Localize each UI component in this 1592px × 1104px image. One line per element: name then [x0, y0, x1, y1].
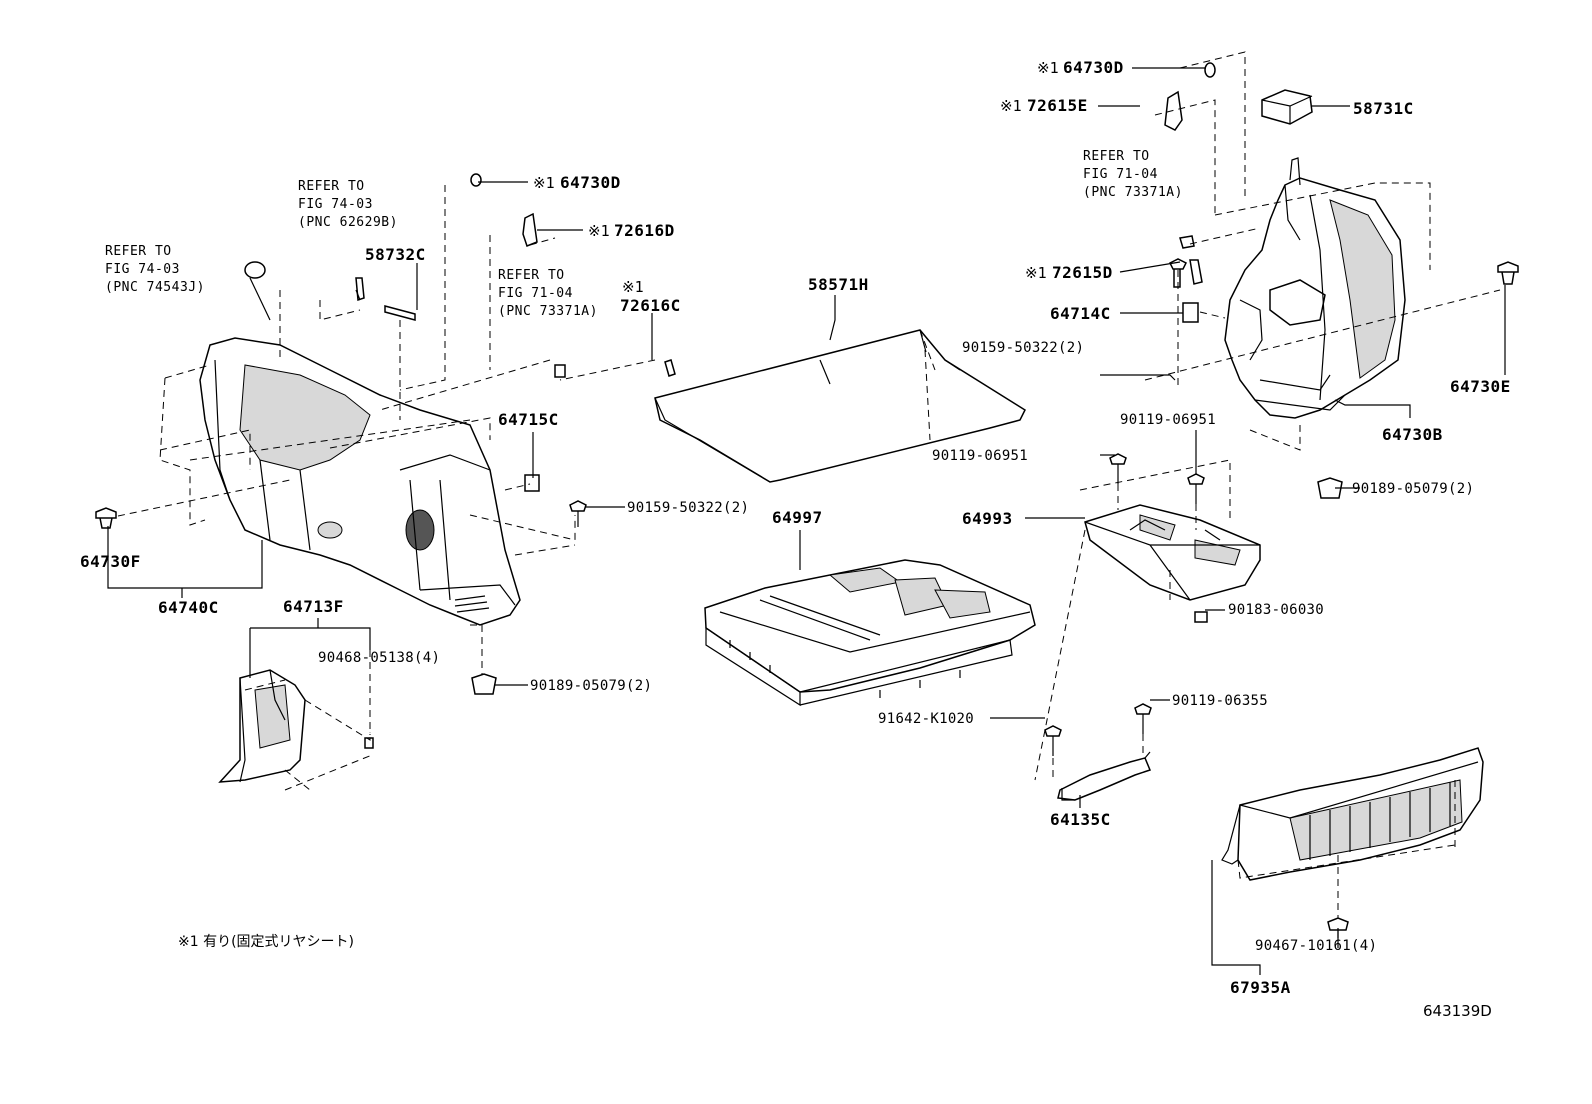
part-67935A-drawing	[1221, 747, 1484, 948]
label-64714C: 64714C	[1050, 304, 1111, 323]
label-90189-left: 90189-05079(2)	[530, 678, 652, 694]
label-90468: 90468-05138(4)	[318, 650, 440, 666]
ref-fig7104-left-line2: FIG 71-04	[498, 286, 573, 301]
label-64713F: 64713F	[283, 597, 344, 616]
ref-fig7403-top-line1: REFER TO	[298, 179, 365, 194]
ref-fig7403-left-line2: FIG 74-03	[105, 262, 180, 277]
label-64730F: 64730F	[80, 552, 141, 571]
label-64730D-top: 64730D	[1063, 58, 1124, 77]
ref-fig7403-top-line3: (PNC 62629B)	[298, 215, 398, 230]
mark-64730D-top: ※1	[1037, 59, 1059, 77]
label-64730D-mid: 64730D	[560, 173, 621, 192]
ref-fig7403-left-line1: REFER TO	[105, 244, 172, 259]
label-58731C: 58731C	[1353, 99, 1414, 118]
part-58731C-drawing	[1261, 89, 1313, 125]
label-64730B: 64730B	[1382, 425, 1443, 444]
ref-fig7403-left-line3: (PNC 74543J)	[105, 280, 205, 295]
label-72615E: 72615E	[1027, 96, 1088, 115]
label-90189-right: 90189-05079(2)	[1352, 481, 1474, 497]
label-72616D: 72616D	[614, 221, 675, 240]
label-67935A: 67935A	[1230, 978, 1291, 997]
label-64997: 64997	[772, 508, 823, 527]
part-64730B-drawing	[1224, 157, 1406, 419]
mark-72616C: ※1	[622, 278, 644, 296]
label-90467: 90467-10161(4)	[1255, 938, 1377, 954]
figure-code: 643139D	[1423, 1002, 1492, 1020]
part-64713F-drawing	[218, 669, 306, 783]
mark-72615E: ※1	[1000, 97, 1022, 115]
label-64135C: 64135C	[1050, 810, 1111, 829]
label-64993: 64993	[962, 509, 1013, 528]
mark-72615D: ※1	[1025, 264, 1047, 282]
mark-64730D-mid: ※1	[533, 174, 555, 192]
mark-72616D: ※1	[588, 222, 610, 240]
leader-lines	[107, 67, 1506, 975]
part-64993-drawing	[1084, 504, 1261, 623]
part-64135C-drawing	[1044, 703, 1152, 801]
label-58732C: 58732C	[365, 245, 426, 264]
label-72616C: 72616C	[620, 296, 681, 315]
label-90119-06355: 90119-06355	[1172, 693, 1268, 709]
ref-fig7403-top-line2: FIG 74-03	[298, 197, 373, 212]
label-64730E: 64730E	[1450, 377, 1511, 396]
label-91642: 91642-K1020	[878, 711, 974, 727]
label-90119-06951-b: 90119-06951	[1120, 412, 1216, 428]
label-90183: 90183-06030	[1228, 602, 1324, 618]
ref-fig7104-left-line1: REFER TO	[498, 268, 565, 283]
label-64740C: 64740C	[158, 598, 219, 617]
ref-fig7104-right-line3: (PNC 73371A)	[1083, 185, 1183, 200]
footnote: ※1 有り(固定式リヤシート)	[178, 934, 354, 950]
ref-fig7104-left-line3: (PNC 73371A)	[498, 304, 598, 319]
part-64997-drawing	[704, 559, 1036, 707]
label-58571H: 58571H	[808, 275, 869, 294]
part-64740C-drawing	[199, 337, 521, 626]
label-90119-06951-a: 90119-06951	[932, 448, 1028, 464]
guide-lines	[117, 51, 1501, 918]
label-90159-left: 90159-50322(2)	[627, 500, 749, 516]
ref-fig7104-right-line1: REFER TO	[1083, 149, 1150, 164]
label-90159-right: 90159-50322(2)	[962, 340, 1084, 356]
bolts-64993	[1109, 453, 1205, 504]
ref-fig7104-right-line2: FIG 71-04	[1083, 167, 1158, 182]
label-64715C: 64715C	[498, 410, 559, 429]
label-72615D: 72615D	[1052, 263, 1113, 282]
